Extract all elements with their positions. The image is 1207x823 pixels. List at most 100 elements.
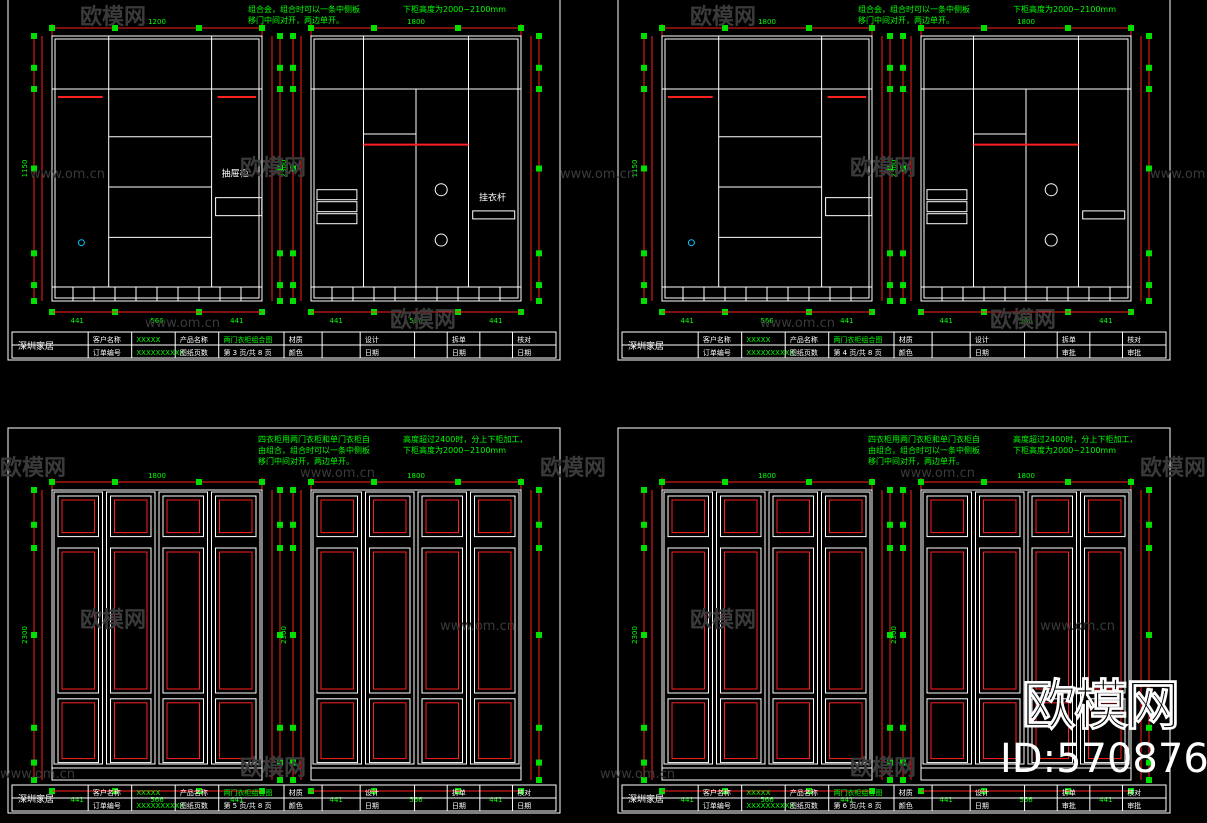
door-lower-inset [425, 702, 459, 760]
dim-label-bottom: 441 [940, 796, 953, 804]
dim-label-top: 1800 [1017, 472, 1035, 480]
watermark-layer: 欧模网欧模网欧模网欧模网欧模网欧模网欧模网欧模网欧模网欧模网欧模网欧模网欧模网w… [0, 4, 1207, 782]
door-lower-inset [724, 702, 758, 760]
door-mid-frame [772, 547, 814, 694]
badge-id: ID:570876 [1000, 736, 1207, 782]
dim-tick-left [290, 33, 296, 39]
watermark-url: www.om.cn [900, 466, 975, 481]
dim-tick-left [900, 282, 906, 289]
id-badge: 欧模网 ID:570876 [1000, 675, 1207, 786]
dim-label-bottom: 441 [330, 796, 343, 804]
dim-tick-left [900, 33, 906, 39]
sheet-note-right: 下柜高度为2000~2100mm [1013, 445, 1116, 455]
dim-tick-right [1146, 759, 1152, 766]
dim-tick-right [887, 282, 893, 289]
door-panel [922, 491, 972, 765]
dim-tick-left [641, 165, 647, 172]
dim-label-left: 2300 [631, 626, 639, 644]
dim-label-bottom: 441 [840, 317, 853, 325]
sheet-note-right: 高度超过2400时，分上下柜加工， [403, 434, 527, 444]
door-mid-inset [373, 551, 407, 690]
dim-tick-left [290, 64, 296, 71]
dim-tick-left [290, 632, 296, 638]
door-lower-inset [478, 702, 512, 760]
watermark-url: www.om.cn [145, 316, 220, 331]
door-lower-frame [421, 698, 463, 764]
door-lower-frame [57, 698, 99, 764]
title-cell: 日期 [975, 349, 989, 357]
dim-tick-right [277, 632, 283, 638]
dim-tick-right [536, 165, 542, 172]
title-cell: 审批 [1127, 348, 1141, 357]
door-panel [975, 491, 1025, 765]
dim-tick-top [806, 25, 812, 31]
door-lower-inset [829, 702, 863, 760]
drawer [316, 213, 358, 225]
cabinet-outline [661, 489, 873, 781]
title-cell: 订单编号 [703, 348, 731, 357]
title-cell: 核对 [517, 335, 531, 344]
title-cell: 两门衣柜组合图 [223, 335, 272, 344]
dim-tick-top [308, 25, 314, 31]
door-panel [158, 491, 208, 765]
dim-tick-right [536, 250, 542, 257]
dim-tick-left [31, 86, 37, 92]
dim-tick-right [887, 777, 893, 783]
door-upper-frame [162, 495, 204, 538]
watermark-brand: 欧模网 [80, 607, 146, 633]
dim-tick-left [900, 64, 906, 71]
dim-tick-left [290, 724, 296, 731]
dim-tick-left [900, 632, 906, 638]
door-lower-inset [983, 702, 1017, 760]
dim-tick-top [518, 479, 524, 485]
watermark-url: www.om.cn [560, 167, 635, 182]
watermark-brand: 欧模网 [80, 4, 146, 30]
dim-tick-right [887, 632, 893, 638]
title-cell: 图纸页数 [790, 348, 818, 357]
door-upper-inset [166, 499, 200, 534]
door-upper-inset [61, 499, 95, 534]
door-mid-inset [776, 551, 810, 690]
dim-tick-right [277, 545, 283, 551]
dim-label-left: 1150 [21, 160, 29, 178]
cabinet-outline [661, 35, 873, 302]
dim-tick-top [722, 479, 728, 485]
dim-tick-right [536, 487, 542, 493]
watermark-url: www.om.cn [1040, 619, 1115, 634]
title-company: 深圳家居 [628, 340, 664, 352]
title-cell: XXXXX [746, 789, 770, 797]
title-cell: 日期 [365, 802, 379, 810]
dim-tick-right [887, 759, 893, 766]
door-mid-frame [720, 547, 762, 694]
dim-tick-right [1146, 298, 1152, 304]
door-lower-frame [772, 698, 814, 764]
door-panel [417, 491, 467, 765]
title-cell: 核对 [1127, 335, 1141, 344]
sheet-note: 组合会，组合时可以一条中侧板 [858, 4, 970, 14]
door-lower-inset [930, 702, 964, 760]
dim-label-top: 1800 [407, 472, 425, 480]
dim-tick-right [887, 86, 893, 92]
door-upper-frame [110, 495, 152, 538]
dim-tick-right [277, 777, 283, 783]
door-upper-inset [114, 499, 148, 534]
dim-tick-right [887, 487, 893, 493]
sheet-note: 移门中间对开，两边单开。 [258, 456, 354, 466]
sheet-3: 四衣柜用两门衣柜和单门衣柜自由组合，组合时可以一条中侧板移门中间对开，两边单开。… [7, 427, 561, 814]
door-lower-inset [671, 702, 705, 760]
door-lower-frame [1031, 698, 1073, 764]
dim-tick-right [887, 545, 893, 551]
sheet-2: 组合会，组合时可以一条中侧板移门中间对开，两边单开。下柜高度为2000~2100… [617, 0, 1171, 361]
title-cell: 日期 [452, 802, 466, 810]
dim-tick-left [31, 777, 37, 783]
dim-tick-right [536, 64, 542, 71]
door-upper-frame [926, 495, 968, 538]
title-cell: 客户名称 [93, 788, 121, 797]
dim-tick-top [49, 25, 55, 31]
dim-tick-top [918, 479, 924, 485]
dim-tick-top [196, 25, 202, 31]
annotation-label: 抽屉柜 [222, 167, 249, 179]
dim-label-top: 1200 [148, 18, 166, 26]
